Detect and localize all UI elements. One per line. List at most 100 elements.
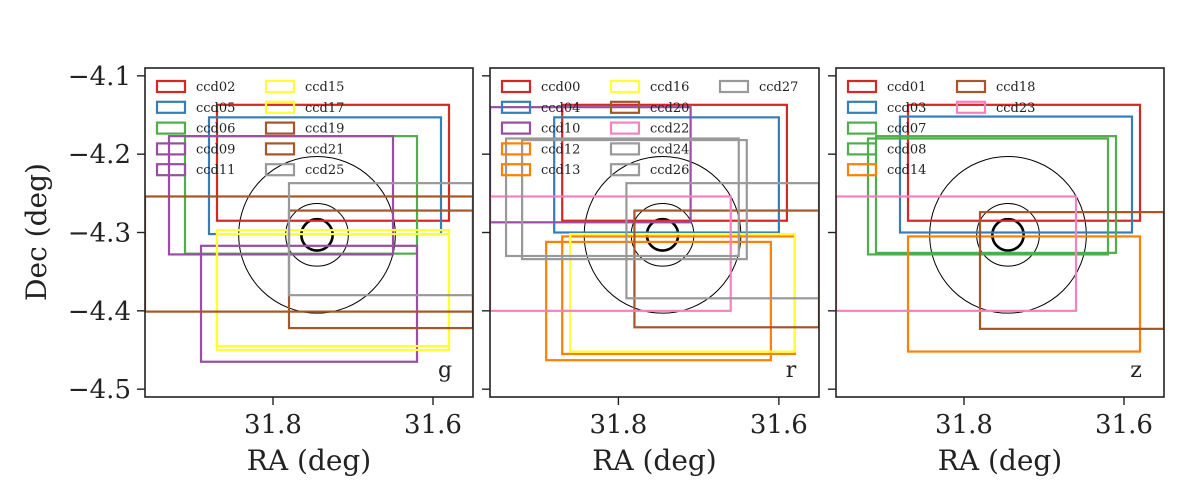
legend-entry-ccd20: ccd20: [609, 100, 689, 116]
ccd-rect-ccd19: [145, 195, 473, 313]
ccd-rect-ccd02: [215, 103, 451, 222]
y-tick-label: −4.2: [68, 140, 131, 170]
legend-swatch: [500, 79, 532, 94]
legend-label: ccd10: [541, 122, 580, 137]
legend-swatch: [500, 142, 532, 156]
legend-entry-ccd06: ccd06: [155, 121, 235, 137]
legend-swatch: [846, 163, 878, 177]
legend-label: ccd16: [650, 80, 689, 95]
legend-label: ccd08: [887, 142, 926, 157]
ccd-rect-ccd14: [906, 235, 1142, 353]
y-tick-label: −4.3: [68, 219, 131, 249]
legend-entry-ccd00: ccd00: [500, 79, 580, 95]
legend-swatch: [155, 121, 187, 135]
ccd-rect-ccd13: [561, 235, 797, 356]
legend-entry-ccd11: ccd11: [155, 163, 235, 178]
ccd-rect-ccd18: [978, 211, 1164, 330]
legend-entry-ccd14: ccd14: [846, 163, 926, 178]
x-tick-label: 31.8: [244, 410, 302, 440]
plot-area: [145, 103, 473, 363]
legend-label: ccd19: [305, 122, 344, 137]
ccd-rect-ccd12: [545, 240, 772, 362]
y-tick-label: −4.4: [68, 297, 131, 327]
ccd-rect-ccd04: [553, 116, 780, 234]
legend-entry-ccd03: ccd03: [846, 100, 926, 116]
x-axis-label: RA (deg): [592, 444, 716, 477]
legend-swatch: [609, 79, 641, 94]
legend-swatch: [955, 100, 987, 114]
x-axis-label: RA (deg): [247, 444, 371, 477]
legend-swatch: [500, 121, 532, 135]
x-axis-label: RA (deg): [938, 444, 1062, 477]
legend-label: ccd21: [305, 142, 344, 157]
legend-swatch: [500, 100, 532, 114]
legend-label: ccd07: [887, 122, 926, 137]
ccd-rect-ccd26: [520, 138, 748, 261]
legend-entry-ccd18: ccd18: [955, 79, 1035, 95]
legend-entry-ccd07: ccd07: [846, 121, 926, 137]
plot-area: [490, 103, 819, 362]
ccd-rect-ccd22: [490, 195, 732, 312]
legend-label: ccd13: [541, 163, 580, 178]
legend-entry-ccd13: ccd13: [500, 163, 580, 178]
legend-swatch: [264, 163, 296, 177]
legend-label: ccd15: [305, 80, 344, 95]
legend-entry-ccd09: ccd09: [155, 142, 235, 157]
legend-label: ccd17: [305, 101, 344, 116]
legend-entry-ccd22: ccd22: [609, 121, 689, 137]
target-circle-0: [929, 156, 1087, 314]
legend-label: ccd09: [196, 142, 235, 157]
legend-swatch: [609, 163, 641, 177]
legend-label: ccd04: [541, 101, 580, 116]
x-tick-label: 31.8: [935, 410, 993, 440]
x-tick-label: 31.6: [750, 410, 808, 440]
legend-entry-ccd04: ccd04: [500, 100, 580, 116]
legend-swatch: [155, 163, 187, 177]
legend-swatch: [609, 121, 641, 135]
y-axis-label: Dec (deg): [20, 163, 53, 301]
legend-swatch: [846, 100, 878, 114]
legend-entry-ccd12: ccd12: [500, 142, 580, 157]
ccd-rect-ccd01: [906, 103, 1142, 222]
legend-entry-ccd19: ccd19: [264, 121, 344, 137]
ccd-rect-ccd11: [199, 244, 419, 363]
ccd-rect-ccd09: [167, 135, 395, 256]
legend-entry-ccd05: ccd05: [155, 100, 235, 116]
legend-swatch: [846, 142, 878, 156]
legend-swatch: [718, 79, 750, 94]
legend-swatch: [609, 142, 641, 156]
x-tick-label: 31.6: [404, 410, 462, 440]
ccd-rect-ccd25: [287, 182, 473, 297]
legend-label: ccd27: [759, 80, 798, 95]
legend-swatch: [264, 142, 296, 156]
legend-label: ccd22: [650, 122, 689, 137]
ccd-rect-ccd23: [836, 195, 1078, 312]
band-label: g: [438, 358, 452, 383]
legend-label: ccd01: [887, 80, 926, 95]
x-tick-label: 31.8: [589, 410, 647, 440]
ccd-rect-ccd21: [287, 209, 473, 330]
legend-label: ccd20: [650, 101, 689, 116]
ccd-rect-ccd03: [898, 115, 1134, 234]
legend-entry-ccd25: ccd25: [264, 163, 344, 178]
band-label: z: [1130, 358, 1142, 383]
ccd-rect-ccd27: [625, 182, 819, 300]
band-label: r: [786, 358, 797, 383]
legend-entry-ccd01: ccd01: [846, 79, 926, 95]
legend-entry-ccd24: ccd24: [609, 142, 689, 157]
legend-label: ccd12: [541, 142, 580, 157]
legend-label: ccd11: [196, 163, 235, 178]
ccd-rect-ccd10: [490, 106, 692, 224]
legend-swatch: [264, 79, 296, 94]
legend-label: ccd05: [196, 101, 235, 116]
legend-label: ccd00: [541, 80, 580, 95]
y-tick-label: −4.1: [68, 62, 131, 92]
legend-entry-ccd17: ccd17: [264, 100, 344, 116]
ccd-rect-ccd20: [633, 209, 819, 329]
ccd-rect-ccd16: [569, 232, 797, 353]
legend-entry-ccd08: ccd08: [846, 142, 926, 157]
legend-swatch: [264, 121, 296, 135]
legend-entry-ccd10: ccd10: [500, 121, 580, 137]
